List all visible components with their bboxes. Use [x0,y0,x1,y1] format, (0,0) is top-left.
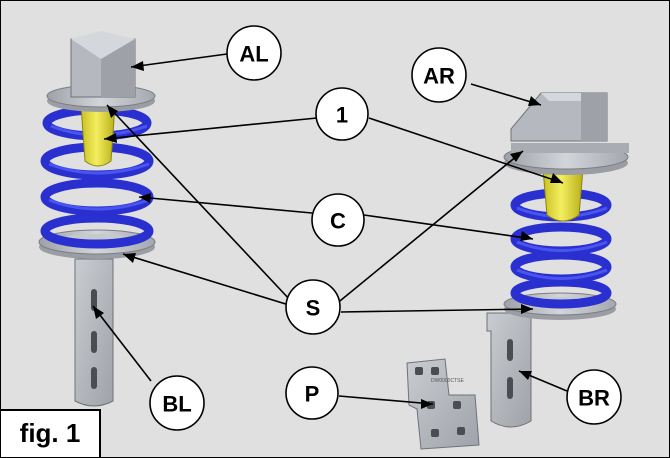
lower-bracket-right [486,312,532,428]
callout-br: BR [566,369,622,425]
leader-1-left [103,117,318,140]
callout-c-label: C [330,209,346,234]
leader-ar [470,83,542,106]
leader-s-upper-right [334,150,524,306]
lower-bracket-left [74,258,114,407]
callout-al: AL [226,25,282,81]
leader-s-lower-right [340,308,534,313]
callout-bl: BL [149,375,205,431]
callout-s: S [285,279,341,335]
callout-bl-label: BL [162,392,191,417]
callout-br-label: BR [578,386,610,411]
callout-p: P [285,366,339,420]
leader-s-upper-left [106,104,292,302]
leader-c-left [138,196,313,214]
upper-mount-left [70,31,136,98]
callout-c: C [311,193,365,247]
callout-1: 1 [315,87,369,141]
callout-p-label: P [305,382,320,407]
figure-caption: fig. 1 [1,409,101,457]
leader-s-lower-left [122,253,290,306]
callout-ar: AR [411,47,467,103]
spring-seat-upper-right [503,143,629,175]
leader-lines [92,53,568,409]
leader-bl [92,305,152,382]
leader-1-right [368,117,564,184]
callout-al-label: AL [239,42,268,67]
callout-ar-label: AR [423,64,455,89]
leader-al [130,53,228,68]
mounting-plate: DW0000CTSE [406,358,480,450]
leader-c-right [363,214,534,240]
callout-1-label: 1 [336,103,348,128]
plate-engraving: DW0000CTSE [431,378,464,384]
callout-s-label: S [306,296,321,321]
leader-p [338,395,434,405]
